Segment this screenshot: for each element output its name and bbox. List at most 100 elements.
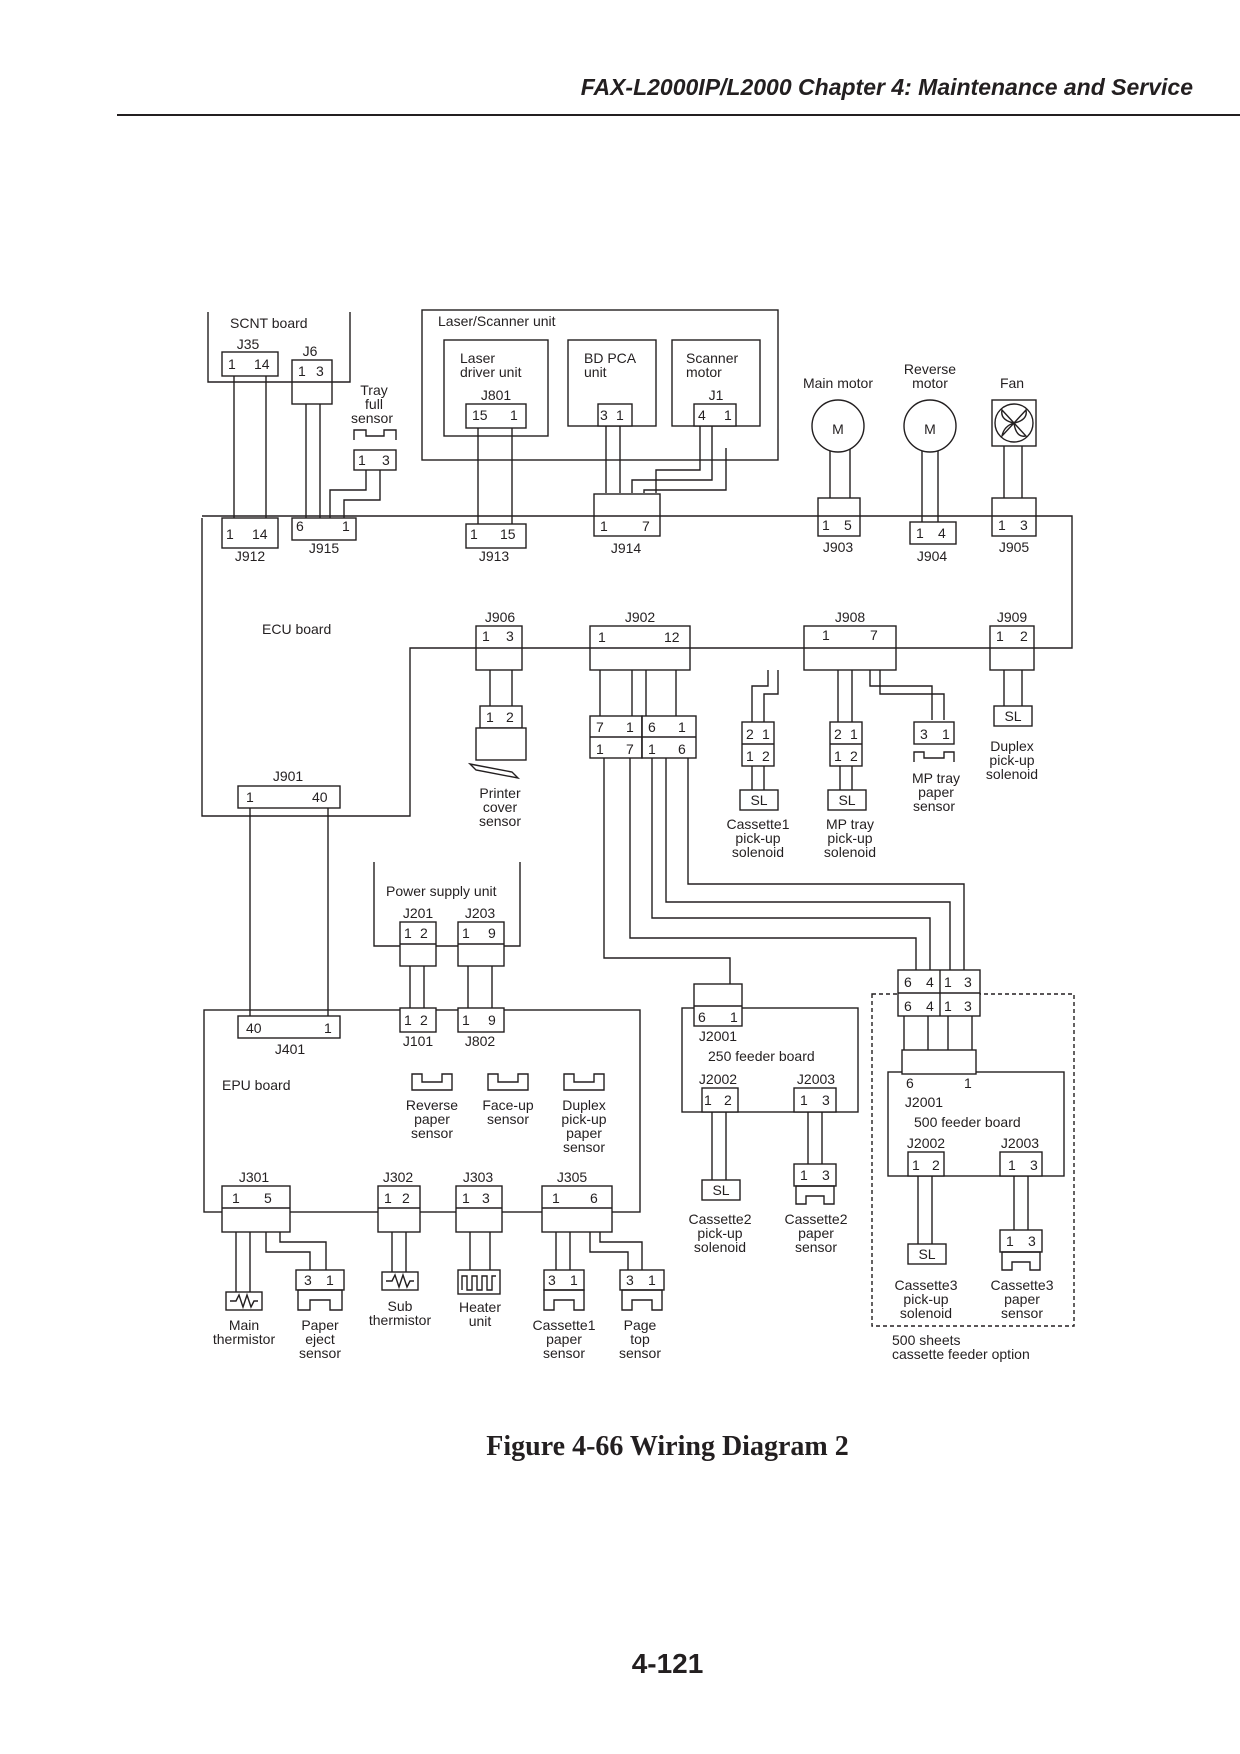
- pin-number: 6: [648, 719, 656, 735]
- pin-number: 2: [420, 925, 428, 941]
- fan-label: Fan: [1000, 375, 1024, 391]
- pin-number: 3: [482, 1190, 490, 1206]
- pin-number: 1: [1006, 1233, 1014, 1249]
- pin-number: 5: [264, 1190, 272, 1206]
- connector-name: J1: [709, 387, 724, 403]
- wire-harnesses: [233, 376, 1029, 1292]
- cassette1-pickup-solenoid-icon: [739, 789, 779, 811]
- connector-name: J2001: [699, 1028, 737, 1044]
- pin-number: 1: [404, 925, 412, 941]
- connector-name: J2003: [797, 1071, 835, 1087]
- pin-number: 3: [506, 628, 514, 644]
- pin-number: 1: [944, 998, 952, 1014]
- main-motor-label: Main motor: [803, 375, 873, 391]
- cassette1-pickup-label: pick-up: [735, 830, 780, 846]
- pin-number: 2: [724, 1092, 732, 1108]
- sub-thermistor-icon: [381, 1271, 419, 1291]
- connector-name: J915: [309, 540, 340, 556]
- scnt-board-label: SCNT board: [230, 315, 308, 331]
- cassette2-pickup-solenoid-icon: [701, 1179, 741, 1201]
- mp-tray-pickup-label: pick-up: [827, 830, 872, 846]
- pin-number: 1: [998, 517, 1006, 533]
- faceup-label: sensor: [487, 1111, 529, 1127]
- connector-name: J802: [465, 1033, 496, 1049]
- pin-number: 1: [598, 629, 606, 645]
- pin-number: 6: [904, 998, 912, 1014]
- pin-number: 3: [964, 974, 972, 990]
- figure-caption: Figure 4-66 Wiring Diagram 2: [486, 1431, 849, 1462]
- connector-name: J903: [823, 539, 854, 555]
- connector-name: J904: [917, 548, 948, 564]
- sub-thermistor-label: thermistor: [369, 1312, 432, 1328]
- pin-number: 1: [462, 1190, 470, 1206]
- pin-number: 3: [382, 452, 390, 468]
- main-thermistor-label: thermistor: [213, 1331, 276, 1347]
- printer-cover-sensor-icon: [467, 727, 527, 780]
- pin-number: 2: [402, 1190, 410, 1206]
- epu-board-label: EPU board: [222, 1077, 290, 1093]
- tray-full-label: full: [365, 396, 383, 412]
- pin-number: 14: [252, 526, 268, 542]
- connector-name-labels: J35 J6 J801 J1 J912 J915 J913 J914 J903 …: [235, 336, 1039, 1185]
- pin-number: 1: [626, 719, 634, 735]
- pin-number: 3: [1030, 1157, 1038, 1173]
- pin-number: 6: [906, 1075, 914, 1091]
- page-header: FAX-L2000IP/L2000 Chapter 4: Maintenance…: [580, 74, 1193, 100]
- connector-name: J902: [625, 609, 656, 625]
- header-rule: [117, 114, 1240, 116]
- paper-eject-label: Paper: [301, 1317, 339, 1333]
- pin-number: 1: [730, 1009, 738, 1025]
- cassette3-pickup-label: Cassette3: [894, 1277, 957, 1293]
- page-top-sensor-icon: [621, 1289, 663, 1311]
- pin-number: 1: [822, 627, 830, 643]
- connector-name: J35: [237, 336, 260, 352]
- sl-label: SL: [712, 1182, 729, 1198]
- sl-label: SL: [918, 1246, 935, 1262]
- pin-number: 1: [384, 1190, 392, 1206]
- scanner-motor-label: Scanner: [686, 350, 738, 366]
- pin-number: 40: [312, 789, 328, 805]
- duplex-paper-label: Duplex: [562, 1097, 606, 1113]
- connector-name: J801: [481, 387, 512, 403]
- page-top-label: top: [630, 1331, 650, 1347]
- pin-number: 2: [762, 748, 770, 764]
- sl-label: SL: [750, 792, 767, 808]
- pin-number: 1: [850, 726, 858, 742]
- main-motor-icon: [811, 399, 865, 453]
- pin-number: 1: [834, 748, 842, 764]
- cassette3-pickup-solenoid-icon: [907, 1243, 947, 1265]
- pin-number: 1: [600, 518, 608, 534]
- mp-tray-pickup-label: solenoid: [824, 844, 876, 860]
- cassette1-pickup-label: solenoid: [732, 844, 784, 860]
- connector-name: J305: [557, 1169, 588, 1185]
- pin-number: 1: [704, 1092, 712, 1108]
- duplex-pickup-paper-sensor-icon: [563, 1073, 605, 1091]
- reverse-paper-sensor-icon: [411, 1073, 453, 1091]
- pin-number: 3: [304, 1272, 312, 1288]
- cassette2-paper-label: sensor: [795, 1239, 837, 1255]
- duplex-pickup-label: solenoid: [986, 766, 1038, 782]
- reverse-motor-symbol: M: [924, 421, 936, 437]
- pin-number: 1: [800, 1092, 808, 1108]
- pin-number: 1: [552, 1190, 560, 1206]
- pin-number: 1: [462, 1012, 470, 1028]
- mp-tray-paper-label: sensor: [913, 798, 955, 814]
- pin-number: 6: [678, 741, 686, 757]
- connector-name: J303: [463, 1169, 494, 1185]
- pin-number: 1: [942, 726, 950, 742]
- cassette1-paper-label: paper: [546, 1331, 582, 1347]
- duplex-paper-label: paper: [566, 1125, 602, 1141]
- cassette3-pickup-label: pick-up: [903, 1291, 948, 1307]
- mp-tray-paper-label: MP tray: [912, 770, 960, 786]
- pin-number: 1: [1008, 1157, 1016, 1173]
- pin-number: 2: [1020, 628, 1028, 644]
- pin-number: 1: [800, 1167, 808, 1183]
- pin-number: 2: [420, 1012, 428, 1028]
- page-top-label: sensor: [619, 1345, 661, 1361]
- pin-number: 1: [746, 748, 754, 764]
- pin-number: 1: [510, 407, 518, 423]
- connector-name: J2002: [699, 1071, 737, 1087]
- pin-number: 3: [964, 998, 972, 1014]
- pin-number: 3: [822, 1092, 830, 1108]
- connector-name: J2003: [1001, 1135, 1039, 1151]
